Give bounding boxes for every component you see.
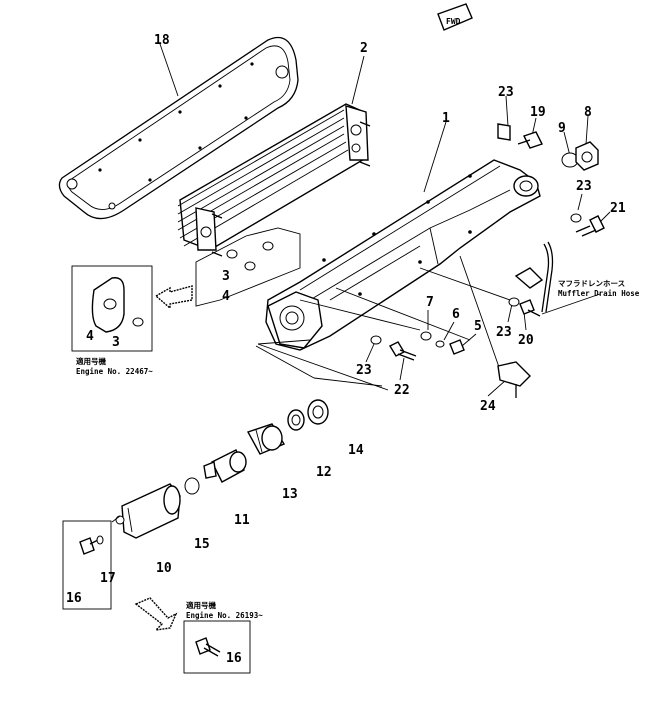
drain-cock-24 <box>497 361 531 398</box>
label-12: 12 <box>316 465 332 480</box>
label-2: 2 <box>360 41 368 56</box>
label-7: 7 <box>426 295 434 310</box>
small-fasteners <box>370 297 541 361</box>
label-22: 22 <box>394 383 410 398</box>
label-8: 8 <box>584 105 592 120</box>
label-23c: 23 <box>496 325 512 340</box>
label-14: 14 <box>348 443 364 458</box>
label-24: 24 <box>480 399 496 414</box>
label-5: 5 <box>474 319 482 334</box>
label-9: 9 <box>558 121 566 136</box>
gasket-18 <box>58 36 299 220</box>
label-11: 11 <box>234 513 250 528</box>
fwd-label: FWD <box>446 17 461 26</box>
label-4: 4 <box>222 289 230 304</box>
label-18: 18 <box>154 33 170 48</box>
lower-assembly <box>115 399 329 539</box>
note-applicable-jp-2: 適用号機 <box>186 600 216 610</box>
o-rings-3-4 <box>195 227 301 307</box>
label-15: 15 <box>194 537 210 552</box>
label-16b: 16 <box>226 651 242 666</box>
label-21: 21 <box>610 201 626 216</box>
note-muffler-jp: マフラドレンホース <box>558 279 625 288</box>
label-19: 19 <box>530 105 546 120</box>
leader-lines <box>159 43 611 397</box>
oil-cooler-element-2 <box>177 103 371 257</box>
label-1: 1 <box>442 111 450 126</box>
part-number-labels: 18 2 1 23 19 8 9 23 21 3 4 4 3 7 6 5 23 … <box>66 33 626 666</box>
label-4b: 4 <box>86 329 94 344</box>
inset-detail-box <box>71 265 193 352</box>
label-16: 16 <box>66 591 82 606</box>
fwd-arrow-icon: FWD <box>437 3 473 31</box>
note-applicable-jp: 適用号機 <box>76 356 106 366</box>
label-23b: 23 <box>576 179 592 194</box>
label-3b: 3 <box>112 335 120 350</box>
notes: 適用号機 Engine No. 22467~ 適用号機 Engine No. 2… <box>76 279 640 620</box>
label-13: 13 <box>282 487 298 502</box>
note-muffler-en: Muffler Drain Hose <box>558 289 640 298</box>
note-engine-26193: Engine No. 26193~ <box>186 611 263 620</box>
inset-bolt-box-2 <box>134 597 251 674</box>
label-23d: 23 <box>356 363 372 378</box>
muffler-drain-hose <box>514 241 554 313</box>
oil-cooler-cover-1 <box>265 159 541 351</box>
label-10: 10 <box>156 561 172 576</box>
label-20: 20 <box>518 333 534 348</box>
note-engine-22467: Engine No. 22467~ <box>76 367 153 376</box>
exploded-leaders <box>255 345 383 387</box>
label-6: 6 <box>452 307 460 322</box>
label-23a: 23 <box>498 85 514 100</box>
right-fittings <box>497 123 605 237</box>
inset-bolt-box <box>62 515 121 610</box>
label-3: 3 <box>222 269 230 284</box>
label-17: 17 <box>100 571 116 586</box>
